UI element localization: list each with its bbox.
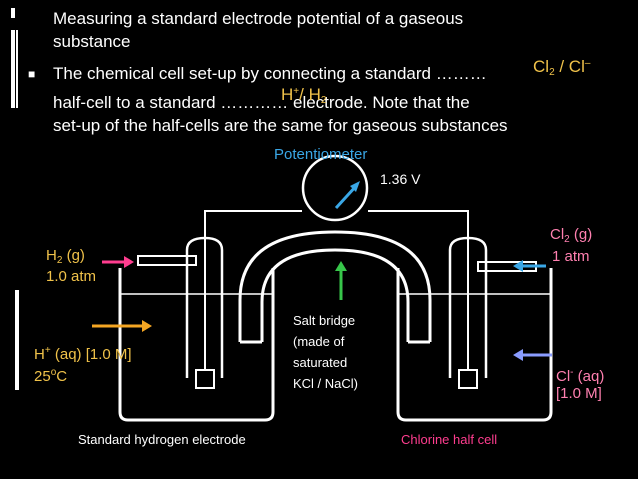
potentiometer-label: Potentiometer bbox=[274, 146, 368, 163]
answer-chlorine: Cl2 / Cl– bbox=[533, 57, 591, 78]
bullet-text-line3: set-up of the half-cells are the same fo… bbox=[53, 116, 508, 135]
cl-ion-concentration: [1.0 M] bbox=[556, 385, 602, 402]
heading-line2: substance bbox=[53, 32, 131, 51]
left-electrode-plate bbox=[195, 369, 215, 389]
right-wire bbox=[368, 210, 469, 240]
h-ion-label: H+ (aq) [1.0 M] bbox=[34, 345, 132, 363]
right-caption: Chlorine half cell bbox=[401, 432, 498, 447]
potentiometer-dial bbox=[301, 154, 369, 222]
h2-pressure-label: 1.0 atm bbox=[46, 268, 97, 285]
cl-ion-label: Cl- (aq) bbox=[556, 367, 605, 385]
cl-ion-arrow bbox=[513, 349, 552, 361]
cl2-arrow bbox=[513, 260, 546, 272]
left-decor-bar bbox=[11, 8, 19, 108]
left-caption: Standard hydrogen electrode bbox=[78, 432, 246, 447]
h-ion-arrow bbox=[92, 320, 152, 332]
salt-bridge-arrow bbox=[335, 261, 347, 300]
salt-bridge-line: KCl / NaCl) bbox=[293, 376, 359, 391]
left-wire bbox=[204, 210, 302, 212]
answer-hydrogen: H+/ H2 bbox=[281, 85, 327, 106]
bullet-text-line2: half-cell to a standard ………… electrode. … bbox=[53, 93, 470, 112]
salt-bridge-line: saturated bbox=[293, 355, 348, 370]
right-gas-tube bbox=[448, 236, 488, 378]
h2-arrow bbox=[102, 256, 134, 268]
temperature-label: 25oC bbox=[34, 367, 68, 385]
voltage-readout: 1.36 V bbox=[380, 171, 421, 187]
cl2-gas-label: Cl2 (g) bbox=[550, 226, 593, 245]
right-beaker bbox=[396, 268, 553, 422]
salt-bridge bbox=[238, 230, 432, 342]
right-electrode-plate bbox=[458, 369, 478, 389]
h2-gas-label: H2 (g) bbox=[46, 247, 85, 266]
bullet-icon: ■ bbox=[28, 67, 36, 81]
salt-bridge-line: Salt bridge bbox=[293, 313, 356, 328]
salt-bridge-line: (made of bbox=[293, 334, 345, 349]
heading-line1: Measuring a standard electrode potential… bbox=[53, 9, 464, 28]
left-gas-inlet bbox=[137, 255, 197, 266]
left-beaker bbox=[118, 268, 275, 422]
bullet-text-line1: The chemical cell set-up by connecting a… bbox=[53, 64, 487, 83]
left-decor-bar-lower bbox=[15, 290, 21, 390]
salt-bridge-label: Salt bridge (made of saturated KCl / NaC… bbox=[293, 310, 358, 394]
cl2-pressure-label: 1 atm bbox=[552, 248, 590, 265]
